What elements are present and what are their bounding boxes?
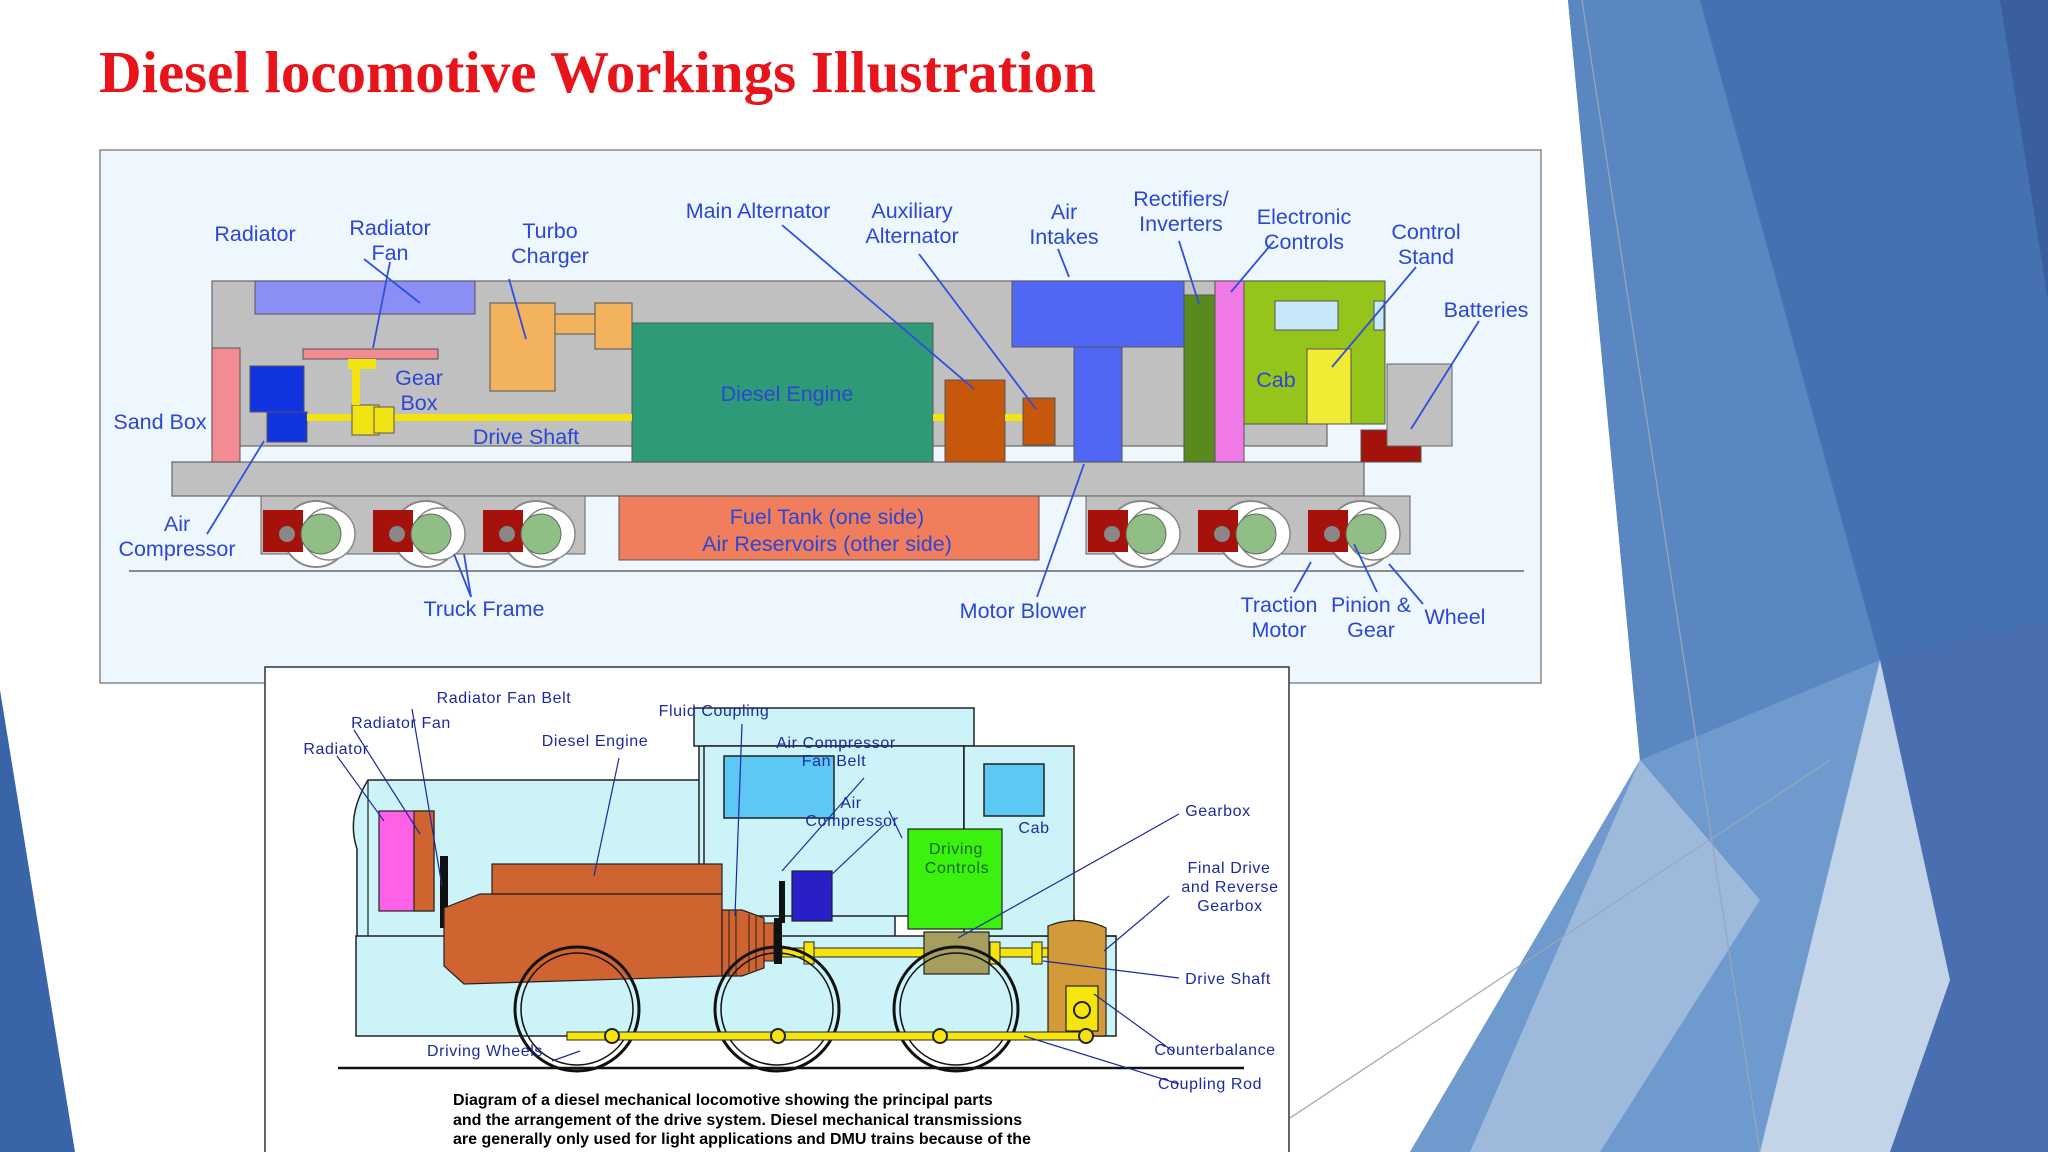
svg-text:Compressor: Compressor	[805, 813, 898, 830]
svg-text:Motor: Motor	[1252, 618, 1307, 642]
wheel-set-rear	[1088, 500, 1401, 568]
label-wheel: Wheel	[1425, 605, 1486, 629]
label-fuel-tank: Fuel Tank (one side)	[730, 505, 924, 529]
svg-text:Gearbox: Gearbox	[1197, 898, 1263, 915]
svg-text:Controls: Controls	[1264, 230, 1344, 254]
label-traction-motor: Traction	[1241, 593, 1318, 617]
label-turbo-charger: Turbo	[522, 219, 577, 243]
diesel-engine-top	[491, 863, 723, 895]
drive-shaft-shape	[307, 414, 632, 421]
coupling-rod-shape	[566, 1031, 1093, 1041]
radiator-fan-shape	[413, 810, 435, 912]
svg-text:Diagram of a diesel mechanical: Diagram of a diesel mechanical locomotiv…	[453, 1092, 993, 1109]
label-batteries: Batteries	[1444, 298, 1529, 322]
label-truck-frame: Truck Frame	[423, 597, 544, 621]
label-drive-shaft: Drive Shaft	[1185, 971, 1271, 988]
electronic-controls-shape	[1214, 280, 1245, 463]
fuel-tank-shape	[618, 495, 1040, 561]
sand-box-shape	[211, 347, 241, 463]
air-intakes-shape	[1011, 280, 1185, 348]
svg-text:and the arrangement of the dri: and the arrangement of the drive system.…	[453, 1112, 1022, 1129]
label-diesel-engine: Diesel Engine	[542, 733, 649, 750]
slide-title: Diesel locomotive Workings Illustration	[99, 39, 1096, 105]
svg-text:Charger: Charger	[511, 244, 589, 268]
svg-text:Alternator: Alternator	[865, 224, 958, 248]
svg-text:Compressor: Compressor	[118, 537, 235, 561]
svg-text:Fan Belt: Fan Belt	[802, 753, 866, 770]
driving-controls-shape	[907, 828, 1003, 930]
label-driving-wheels: Driving Wheels	[427, 1043, 543, 1060]
control-stand-shape	[1306, 348, 1352, 425]
counterbalance-shape	[1065, 985, 1099, 1032]
underframe	[171, 461, 1365, 497]
radiator-fan-shape	[302, 348, 439, 360]
label-air-compressor: Air	[164, 512, 190, 536]
label-electronic-controls: Electronic	[1257, 205, 1352, 229]
svg-text:Intakes: Intakes	[1029, 225, 1098, 249]
label-cab: Cab	[1256, 368, 1295, 392]
svg-text:and Reverse: and Reverse	[1181, 879, 1278, 896]
label-radiator: Radiator	[303, 741, 368, 758]
top-diagram-labels: Radiator Radiator Fan Turbo Charger Main…	[113, 187, 1528, 642]
cab-window-left	[723, 755, 835, 819]
label-radiator-fan: Radiator	[349, 216, 430, 240]
label-motor-blower: Motor Blower	[960, 599, 1087, 623]
auxiliary-alternator-shape	[1022, 397, 1056, 446]
svg-text:Air Reservoirs (other side): Air Reservoirs (other side)	[702, 532, 952, 556]
label-driving-controls: Driving	[929, 841, 983, 858]
air-compressor-shape	[249, 365, 305, 413]
diesel-mechanical-diagram: Radiator Fan Belt Radiator Fan Radiator …	[264, 666, 1290, 1152]
label-counterbalance: Counterbalance	[1154, 1042, 1275, 1059]
diesel-engine-shape	[443, 893, 723, 985]
diagram-caption: Diagram of a diesel mechanical locomotiv…	[453, 1092, 1031, 1148]
diesel-electric-diagram: Radiator Radiator Fan Turbo Charger Main…	[99, 149, 1542, 684]
label-main-alternator: Main Alternator	[686, 199, 831, 223]
svg-text:Gear: Gear	[1347, 618, 1395, 642]
label-diesel-engine: Diesel Engine	[721, 382, 854, 406]
label-gearbox: Gearbox	[1185, 803, 1251, 820]
main-alternator-shape	[944, 379, 1006, 463]
label-coupling-rod: Coupling Rod	[1158, 1076, 1262, 1093]
label-sand-box: Sand Box	[113, 410, 206, 434]
air-compressor-shape	[791, 870, 833, 922]
driving-wheels	[513, 945, 1020, 1073]
label-radiator-fan-belt: Radiator Fan Belt	[437, 690, 572, 707]
label-air-compressor: Air	[840, 795, 861, 812]
diesel-engine-shape	[631, 322, 934, 463]
svg-text:Fan: Fan	[371, 241, 408, 265]
radiator-shape	[254, 280, 476, 315]
label-gear-box: Gear	[395, 366, 443, 390]
motor-blower-shape	[1073, 346, 1123, 463]
cab-window-right	[983, 763, 1045, 817]
leader-lines	[336, 708, 1180, 1085]
label-rectifiers: Rectifiers/	[1133, 187, 1229, 211]
svg-text:Controls: Controls	[925, 860, 989, 877]
cab-window	[1274, 300, 1339, 331]
label-pinion-gear: Pinion &	[1331, 593, 1411, 617]
turbo-charger-shape	[489, 302, 556, 392]
svg-text:Inverters: Inverters	[1139, 212, 1223, 236]
label-radiator: Radiator	[214, 222, 295, 246]
label-air-compressor-fan-belt: Air Compressor	[776, 735, 896, 752]
leader-lines	[206, 224, 1480, 605]
svg-text:Box: Box	[400, 391, 437, 415]
label-radiator-fan: Radiator Fan	[351, 715, 451, 732]
label-final-drive: Final Drive	[1187, 860, 1270, 877]
label-control-stand: Control	[1391, 220, 1460, 244]
fluid-coupling-shape	[721, 909, 765, 977]
svg-text:Stand: Stand	[1398, 245, 1454, 269]
label-drive-shaft: Drive Shaft	[473, 425, 579, 449]
wheel-set-front	[263, 500, 576, 568]
label-fluid-coupling: Fluid Coupling	[659, 703, 770, 720]
label-auxiliary-alternator: Auxiliary	[871, 199, 952, 223]
label-cab: Cab	[1018, 820, 1049, 837]
svg-text:are generally only used for li: are generally only used for light applic…	[453, 1131, 1031, 1148]
label-air-intakes: Air	[1051, 200, 1077, 224]
bottom-diagram-labels: Radiator Fan Belt Radiator Fan Radiator …	[303, 690, 1278, 1093]
rectifiers-shape	[1183, 294, 1216, 463]
